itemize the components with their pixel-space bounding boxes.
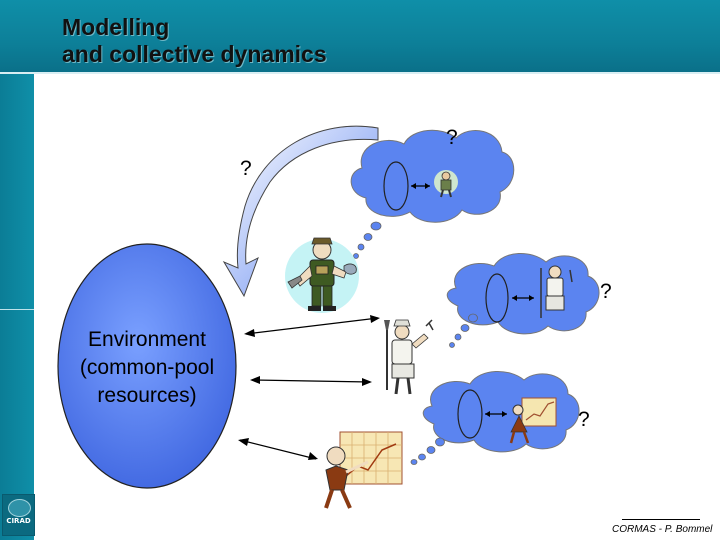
interaction-arrow-presenter (238, 438, 318, 460)
thought-cloud-middle (446, 252, 600, 335)
mental-model-environment-middle (485, 273, 509, 323)
thought-bubbles-top (353, 221, 382, 259)
logo-emblem-icon (8, 499, 31, 517)
agent-mechanic-figure (285, 237, 359, 313)
footer-divider (622, 519, 700, 520)
interaction-arrow-middle (250, 376, 372, 386)
question-mark-top: ? (446, 126, 458, 149)
agent-worker-figure (384, 319, 434, 395)
mental-model-environment-bottom (457, 389, 483, 439)
thought-cloud-top (350, 129, 515, 223)
logo-text: CIRAD (6, 517, 31, 525)
left-bar-divider (0, 309, 34, 310)
interaction-arrow-worker (244, 315, 380, 337)
thought-cloud-bottom (422, 370, 580, 453)
thought-bubbles-bottom (410, 437, 445, 465)
slide-header (0, 0, 720, 74)
thought-bubbles-middle (449, 313, 478, 348)
agent-presenter-figure (324, 431, 403, 509)
environment-circle (57, 243, 237, 489)
mental-model-environment-top (383, 161, 409, 211)
mini-agent-icon-top (434, 170, 458, 198)
feedback-curved-arrow (222, 125, 379, 298)
footer-author: CORMAS - P. Bommel (612, 524, 713, 535)
slide-left-bar (0, 74, 34, 540)
environment-label: Environment (common-pool resources) (79, 328, 215, 407)
slide-title: Modelling and collective dynamics (62, 14, 327, 67)
cirad-logo: CIRAD (2, 494, 35, 536)
question-mark-middle: ? (600, 280, 612, 303)
mini-agent-icon-middle (540, 265, 573, 318)
header-divider (0, 72, 720, 74)
question-mark-bottom: ? (578, 408, 590, 431)
mini-chart-agent-icon (509, 397, 557, 444)
question-mark-left: ? (240, 157, 252, 180)
